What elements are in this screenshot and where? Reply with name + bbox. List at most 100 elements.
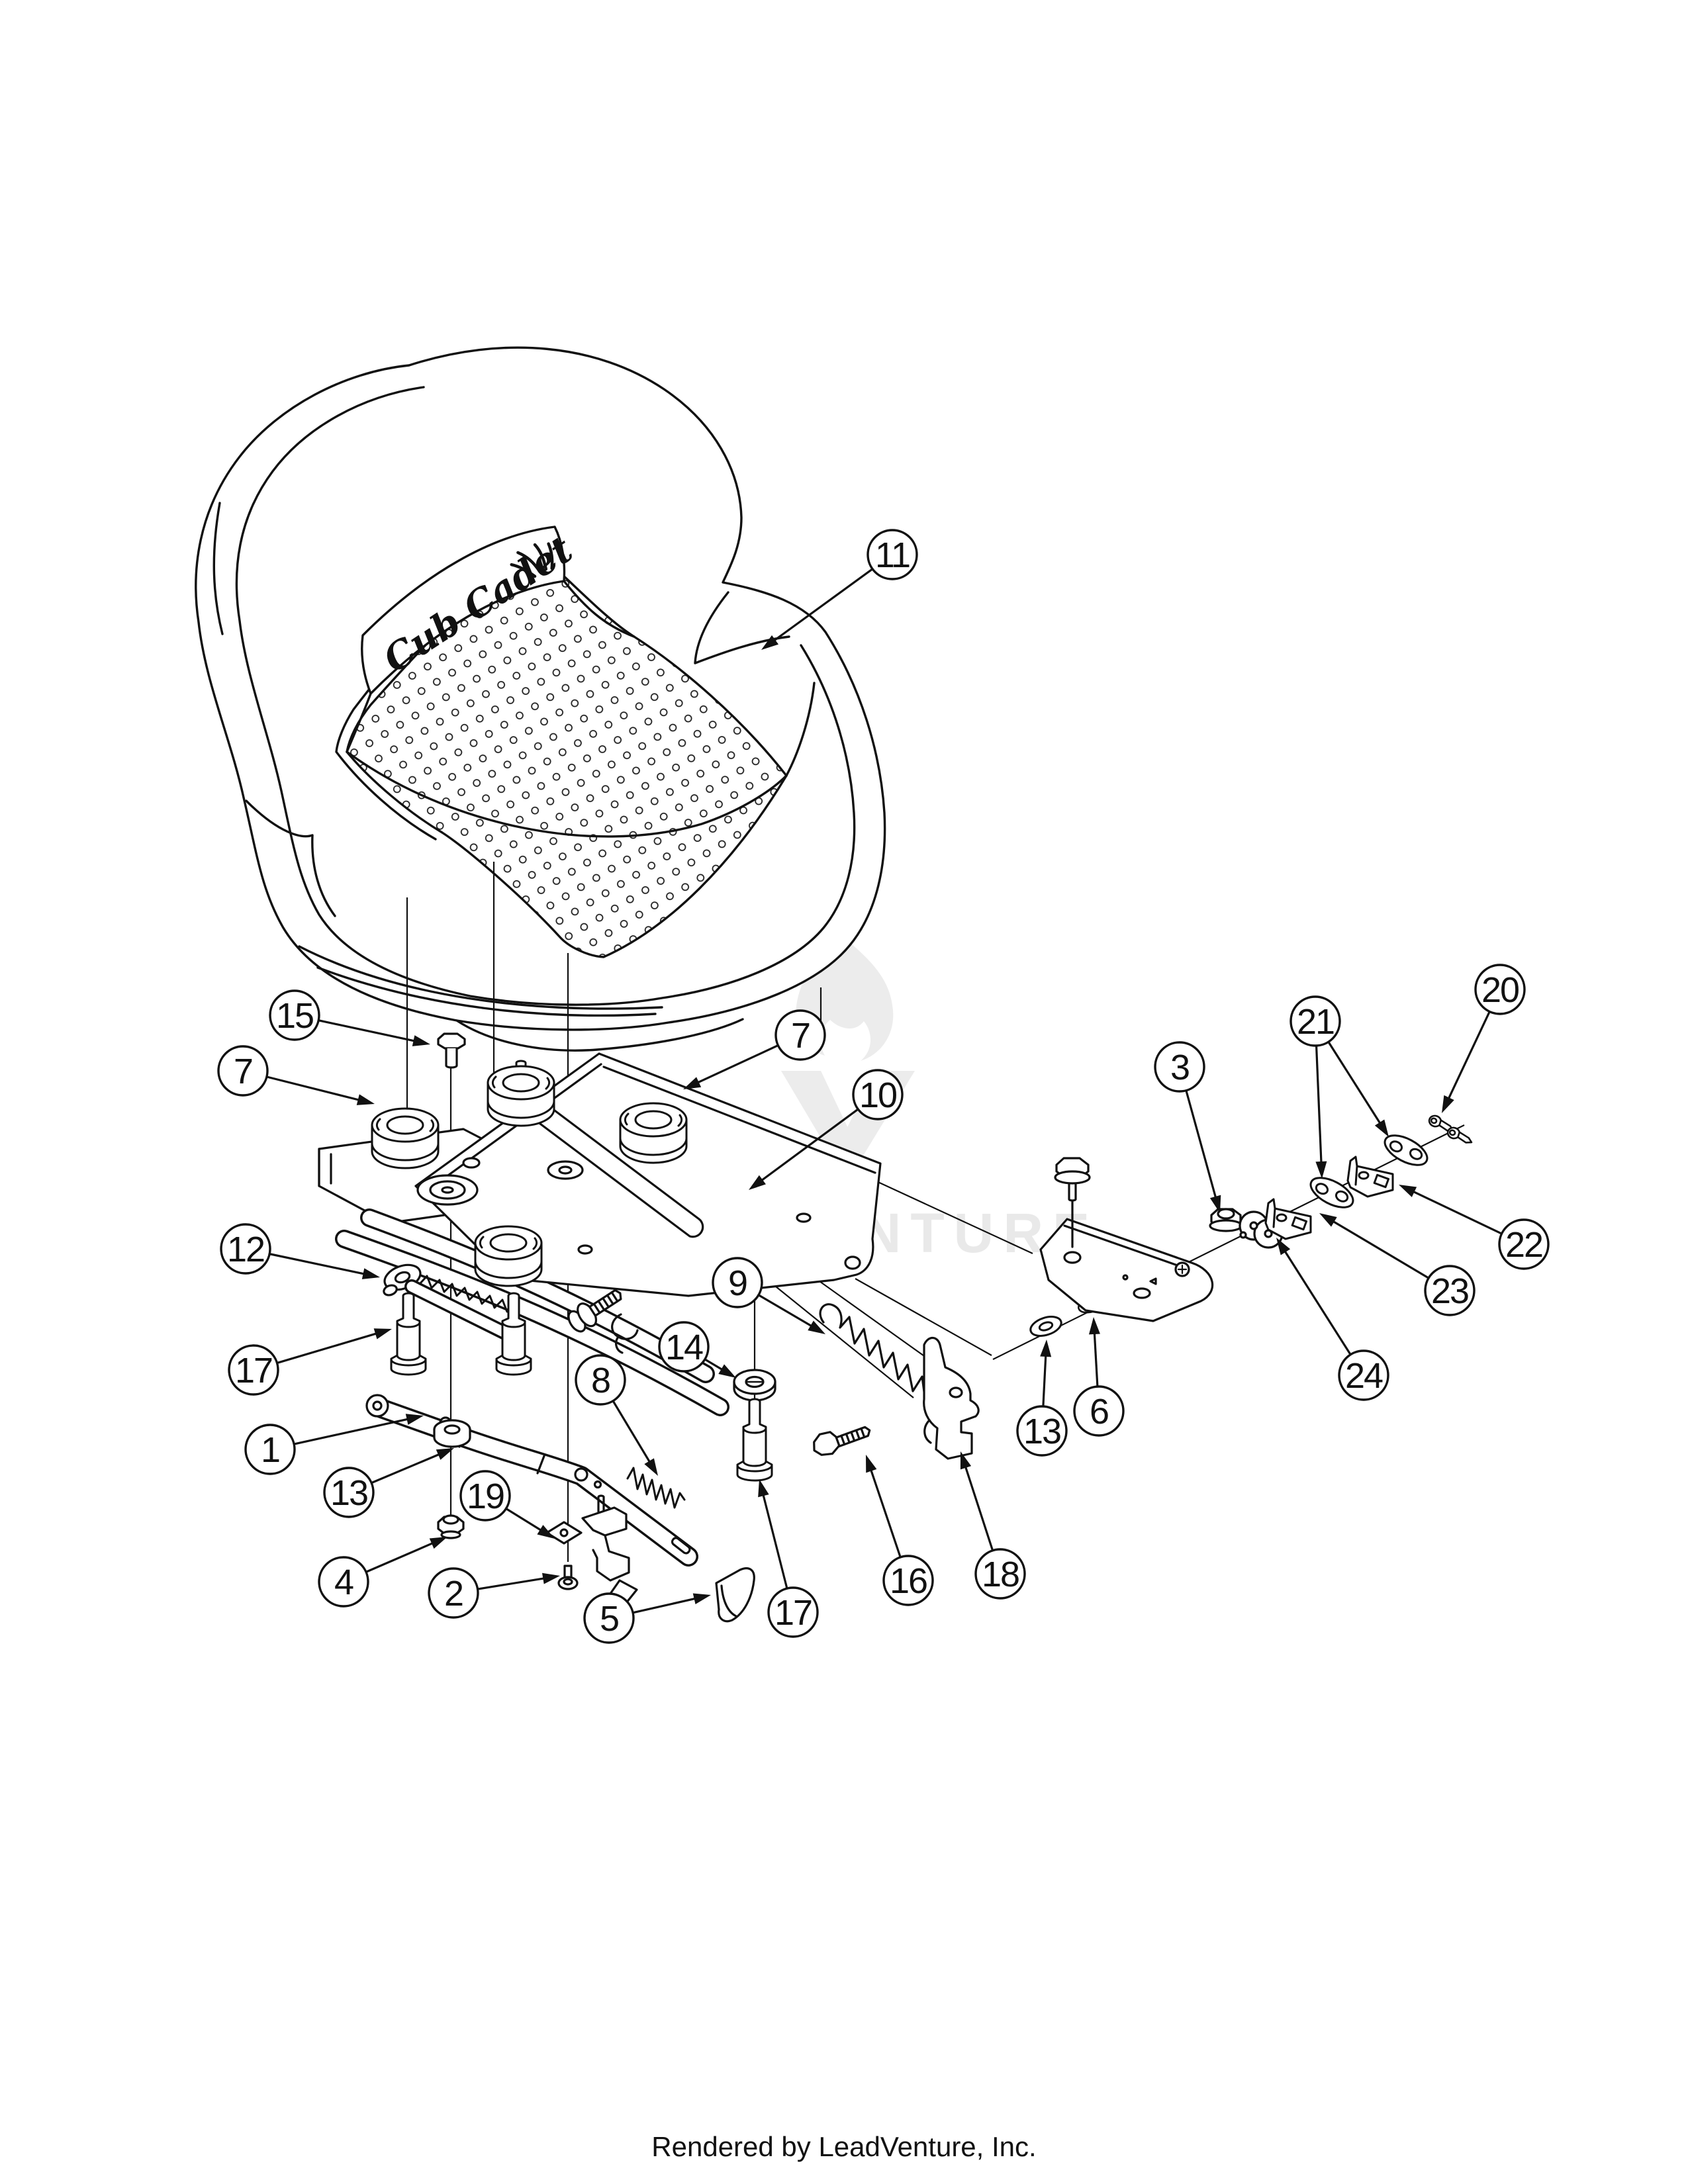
callout-7[interactable]: 7: [217, 1045, 375, 1105]
spring-8: [626, 1467, 686, 1509]
bushing-7d: [474, 1225, 543, 1287]
balloon-number: 8: [591, 1361, 610, 1400]
pan-tab-hole: [844, 1255, 861, 1270]
arrowhead-icon: [1442, 1095, 1454, 1113]
arrowhead-icon: [373, 1328, 392, 1340]
callout-24[interactable]: 24: [1276, 1238, 1389, 1401]
balloon-number: 17: [774, 1593, 812, 1633]
balloon-circle: [1338, 1349, 1389, 1401]
callout-10[interactable]: 10: [749, 1069, 904, 1190]
flange-nut-13L: [433, 1419, 471, 1448]
callout-5[interactable]: 5: [583, 1592, 711, 1644]
callout-7[interactable]: 7: [683, 1009, 826, 1089]
balloon-circle: [1154, 1041, 1205, 1093]
balloon-number: 13: [1023, 1412, 1060, 1451]
callout-18[interactable]: 18: [960, 1451, 1026, 1600]
arrowhead-icon: [808, 1320, 825, 1334]
callout-13[interactable]: 13: [323, 1448, 454, 1518]
balloon-number: 9: [728, 1263, 747, 1303]
latch-18: [923, 1336, 980, 1460]
screw-20b: [1445, 1125, 1476, 1146]
balloon-circle: [1016, 1405, 1068, 1457]
balloon-number: 14: [665, 1328, 703, 1367]
balloon-circle: [1474, 964, 1526, 1015]
balloon-circle: [867, 529, 918, 580]
arrowhead-icon: [644, 1458, 658, 1476]
bushing-7c: [619, 1102, 688, 1164]
callout-8[interactable]: 8: [575, 1354, 658, 1476]
arrowhead-icon: [866, 1455, 877, 1473]
seat-crease-right: [563, 580, 635, 638]
callout-22[interactable]: 22: [1399, 1185, 1550, 1270]
arrowhead-icon: [1319, 1213, 1337, 1227]
arrowhead-icon: [541, 1572, 560, 1584]
balloon-circle: [575, 1354, 626, 1406]
callout-23[interactable]: 23: [1319, 1213, 1476, 1316]
pivot-bracket-plate: [1039, 1218, 1214, 1322]
balloon-circle: [882, 1555, 934, 1606]
balloon-circle: [318, 1556, 369, 1608]
callout-21[interactable]: 21: [1289, 995, 1389, 1179]
flange-bolt-top: [1054, 1157, 1091, 1248]
callout-9[interactable]: 9: [712, 1257, 825, 1334]
callout-1[interactable]: 1: [244, 1414, 424, 1475]
seat-right-wing: [694, 591, 790, 664]
callout-15[interactable]: 15: [269, 989, 430, 1046]
arrowhead-icon: [758, 1479, 769, 1498]
balloon-circle: [428, 1567, 479, 1619]
bolt-15: [437, 1032, 466, 1069]
arrowhead-icon: [429, 1537, 447, 1549]
callout-16[interactable]: 16: [866, 1455, 934, 1606]
callout-11[interactable]: 11: [761, 529, 918, 650]
arrowhead-icon: [1088, 1317, 1100, 1335]
arrowhead-icon: [683, 1077, 702, 1089]
arrowhead-icon: [761, 635, 779, 650]
balloon-number: 3: [1170, 1048, 1189, 1087]
callout-19[interactable]: 19: [459, 1470, 555, 1539]
callout-14[interactable]: 14: [658, 1321, 736, 1378]
arrowhead-icon: [436, 1448, 454, 1460]
balloon-number: 17: [235, 1351, 272, 1390]
balloon-number: 16: [890, 1561, 927, 1601]
callout-17[interactable]: 17: [758, 1479, 819, 1638]
callout-6[interactable]: 6: [1073, 1317, 1125, 1437]
seat-bottom-lip-1: [298, 945, 663, 1010]
balloon-number: 24: [1345, 1356, 1383, 1396]
seat-pan-assembly: [318, 1032, 882, 1416]
latch-bracket-19: [545, 1494, 638, 1604]
callout-13[interactable]: 13: [1016, 1340, 1068, 1457]
callout-2[interactable]: 2: [428, 1567, 560, 1619]
seat-left-wing: [245, 799, 336, 917]
balloon-circle: [774, 1009, 826, 1061]
balloon-number: 21: [1297, 1002, 1334, 1042]
arrowhead-icon: [405, 1414, 424, 1425]
seat-bottom-lip-2: [316, 966, 657, 1017]
arrowhead-icon: [1209, 1195, 1221, 1213]
arrowhead-icon: [356, 1094, 375, 1105]
balloon-circle: [228, 1344, 279, 1396]
arrowhead-icon: [960, 1451, 972, 1470]
balloon-number: 18: [982, 1555, 1019, 1594]
balloon-number: 12: [227, 1230, 264, 1269]
lock-nut-4: [437, 1514, 465, 1539]
arrowhead-icon: [749, 1175, 766, 1190]
grommet-14: [733, 1369, 776, 1402]
arrowhead-icon: [1276, 1238, 1291, 1255]
balloon-circle: [459, 1470, 511, 1522]
callout-3[interactable]: 3: [1154, 1041, 1221, 1213]
footer-text: Rendered by LeadVenture, Inc.: [651, 2131, 1036, 2162]
adjuster-rack: [383, 1263, 520, 1344]
balloon-number: 13: [330, 1473, 367, 1513]
callout-12[interactable]: 12: [220, 1223, 380, 1279]
balloon-circle: [658, 1321, 710, 1373]
callout-4[interactable]: 4: [318, 1537, 447, 1608]
balloon-number: 2: [444, 1574, 463, 1614]
balloon-circle: [269, 989, 320, 1041]
callout-20[interactable]: 20: [1442, 964, 1526, 1113]
seat-left-edge-line: [212, 502, 224, 635]
balloon-number: 20: [1481, 970, 1519, 1010]
callout-17[interactable]: 17: [228, 1328, 392, 1396]
arrowhead-icon: [1315, 1161, 1327, 1179]
balloon-circle: [767, 1586, 819, 1638]
